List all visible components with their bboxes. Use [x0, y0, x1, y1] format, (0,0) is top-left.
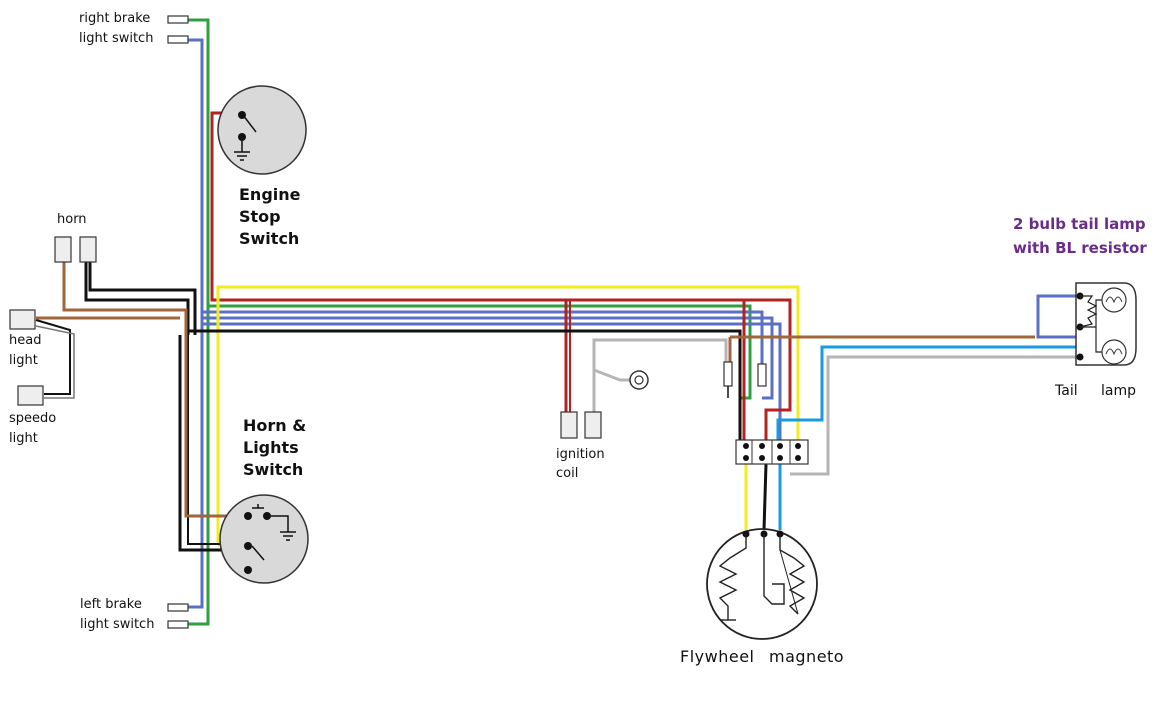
harness-red-wire: [210, 111, 792, 440]
lamp-label: lamp: [1101, 383, 1136, 399]
spark-plug-cap: [629, 370, 649, 390]
head-speedo-wires: [35, 316, 180, 399]
coil-label: coil: [556, 466, 579, 481]
head-light-bulb: [9, 309, 36, 330]
horn-lights-switch: [219, 494, 309, 584]
light-switch-top-label: light switch: [79, 31, 154, 46]
magneto-label: magneto: [769, 647, 845, 666]
light-switch-bottom-label: light switch: [80, 617, 155, 632]
terminal-block: [735, 439, 809, 465]
speedo-light-bulb: [17, 385, 44, 406]
right-brake-label: right brake: [79, 11, 151, 26]
head-label: head: [9, 333, 42, 348]
speedo-label: speedo: [9, 411, 57, 426]
magneto-leads: [744, 463, 782, 531]
speedo-light-label: light: [9, 431, 38, 446]
connector-light-switch-bottom: [167, 620, 189, 629]
flywheel-label: Flywheel: [680, 647, 755, 666]
tail-lamp-title: 2 bulb tail lamp with BL resistor: [1013, 215, 1147, 257]
resistor-right: [757, 363, 767, 387]
engine-stop-switch-label: Engine Stop Switch: [239, 185, 301, 248]
horn-terminals: [54, 236, 97, 263]
harness-brown-wire: [62, 262, 1035, 518]
resistor-left: [723, 361, 733, 398]
grey-ignition-wires: [592, 338, 728, 412]
tail-lamp-wires: [776, 294, 1080, 476]
left-brake-label: left brake: [80, 597, 142, 612]
engine-stop-switch: [217, 85, 307, 175]
tail-label: Tail: [1055, 383, 1078, 399]
head-light-label: light: [9, 353, 38, 368]
harness-blue-wire: [188, 38, 782, 609]
connector-left-brake: [167, 603, 189, 612]
ignition-coil-terminals: [560, 411, 602, 439]
flywheel-magneto: [706, 528, 818, 640]
connector-right-brake: [167, 15, 189, 24]
connector-light-switch-top: [167, 35, 189, 44]
horn-label: horn: [57, 212, 87, 227]
tail-lamp: [1075, 282, 1137, 366]
ignition-label: ignition: [556, 447, 605, 462]
horn-lights-switch-label: Horn & Lights Switch: [243, 416, 307, 479]
